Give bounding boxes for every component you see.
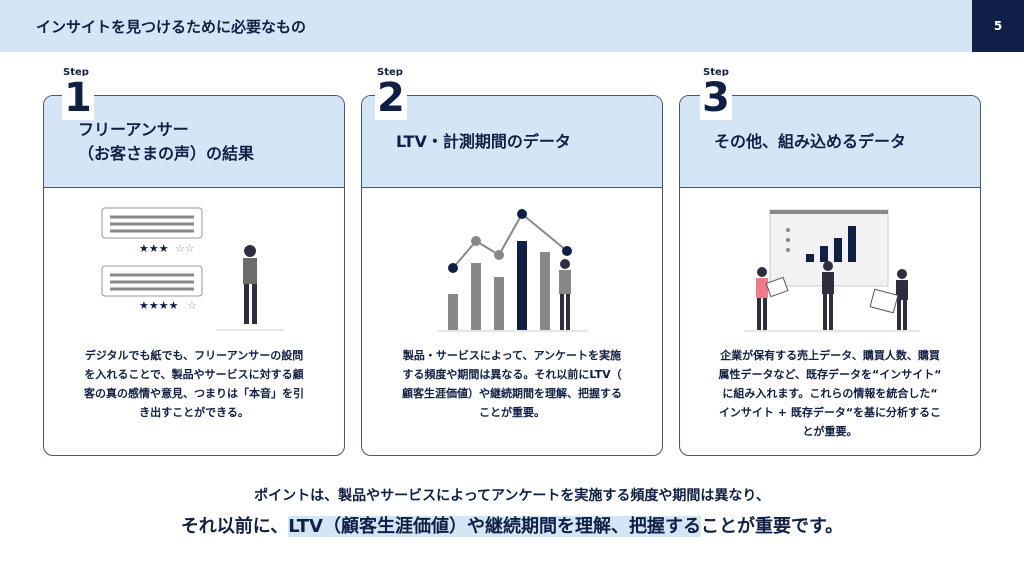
summary-suffix: ことが重要です。 bbox=[700, 516, 844, 537]
step-number: 2 bbox=[375, 75, 407, 121]
card-title: フリーアンサー （お客さまの声）の結果 bbox=[44, 96, 344, 188]
step-card-1: フリーアンサー （お客さまの声）の結果 ★★★ ☆☆ ★★★★ ☆ デジタルでも紙で… bbox=[43, 95, 345, 456]
step-card-2: LTV・計測期間のデータ 製品・サービスによって、アンケートを実施 する頻度や期… bbox=[361, 95, 663, 456]
svg-text:☆☆: ☆☆ bbox=[175, 242, 195, 255]
card-title: LTV・計測期間のデータ bbox=[362, 96, 662, 188]
step-label: Step bbox=[703, 67, 729, 78]
step-number: 1 bbox=[62, 75, 94, 121]
card-body: 企業が保有する売上データ、購買人数、購買 属性データなど、既存データを“インサイ… bbox=[718, 349, 942, 438]
svg-text:★★★: ★★★ bbox=[139, 242, 169, 255]
card-body: 製品・サービスによって、アンケートを実施 する頻度や期間は異なる。それ以前にLT… bbox=[402, 349, 622, 419]
team-data-illustration bbox=[744, 209, 920, 332]
page-number: 5 bbox=[972, 0, 1024, 52]
summary-line-1: ポイントは、製品やサービスによってアンケートを実施する頻度や期間は異なり、 bbox=[254, 488, 770, 504]
svg-text:☆: ☆ bbox=[187, 299, 197, 312]
step-label: Step bbox=[63, 67, 89, 78]
page-title: インサイトを見つけるために必要なもの bbox=[36, 18, 307, 36]
summary-prefix: それ以前に、 bbox=[180, 516, 289, 537]
review-illustration: ★★★ ☆☆ ★★★★ ☆ bbox=[101, 207, 284, 331]
step-card-3: その他、組み込めるデータ 企業が保有する売上データ、購買人数、購買 属性データな… bbox=[679, 95, 981, 456]
step-number: 3 bbox=[700, 75, 732, 121]
svg-text:★★★★: ★★★★ bbox=[139, 299, 179, 312]
summary-line-2: それ以前に、LTV（顧客生涯価値）や継続期間を理解、把握することが重要です。 bbox=[0, 512, 1024, 538]
summary-highlight: LTV（顧客生涯価値）や継続期間を理解、把握する bbox=[288, 516, 701, 537]
bar-chart-illustration bbox=[438, 209, 588, 332]
header-bar: インサイトを見つけるために必要なもの bbox=[0, 0, 972, 52]
card-body: デジタルでも紙でも、フリーアンサーの設問 を入れることで、製品やサービスに対する… bbox=[84, 349, 304, 419]
step-label: Step bbox=[377, 67, 403, 78]
